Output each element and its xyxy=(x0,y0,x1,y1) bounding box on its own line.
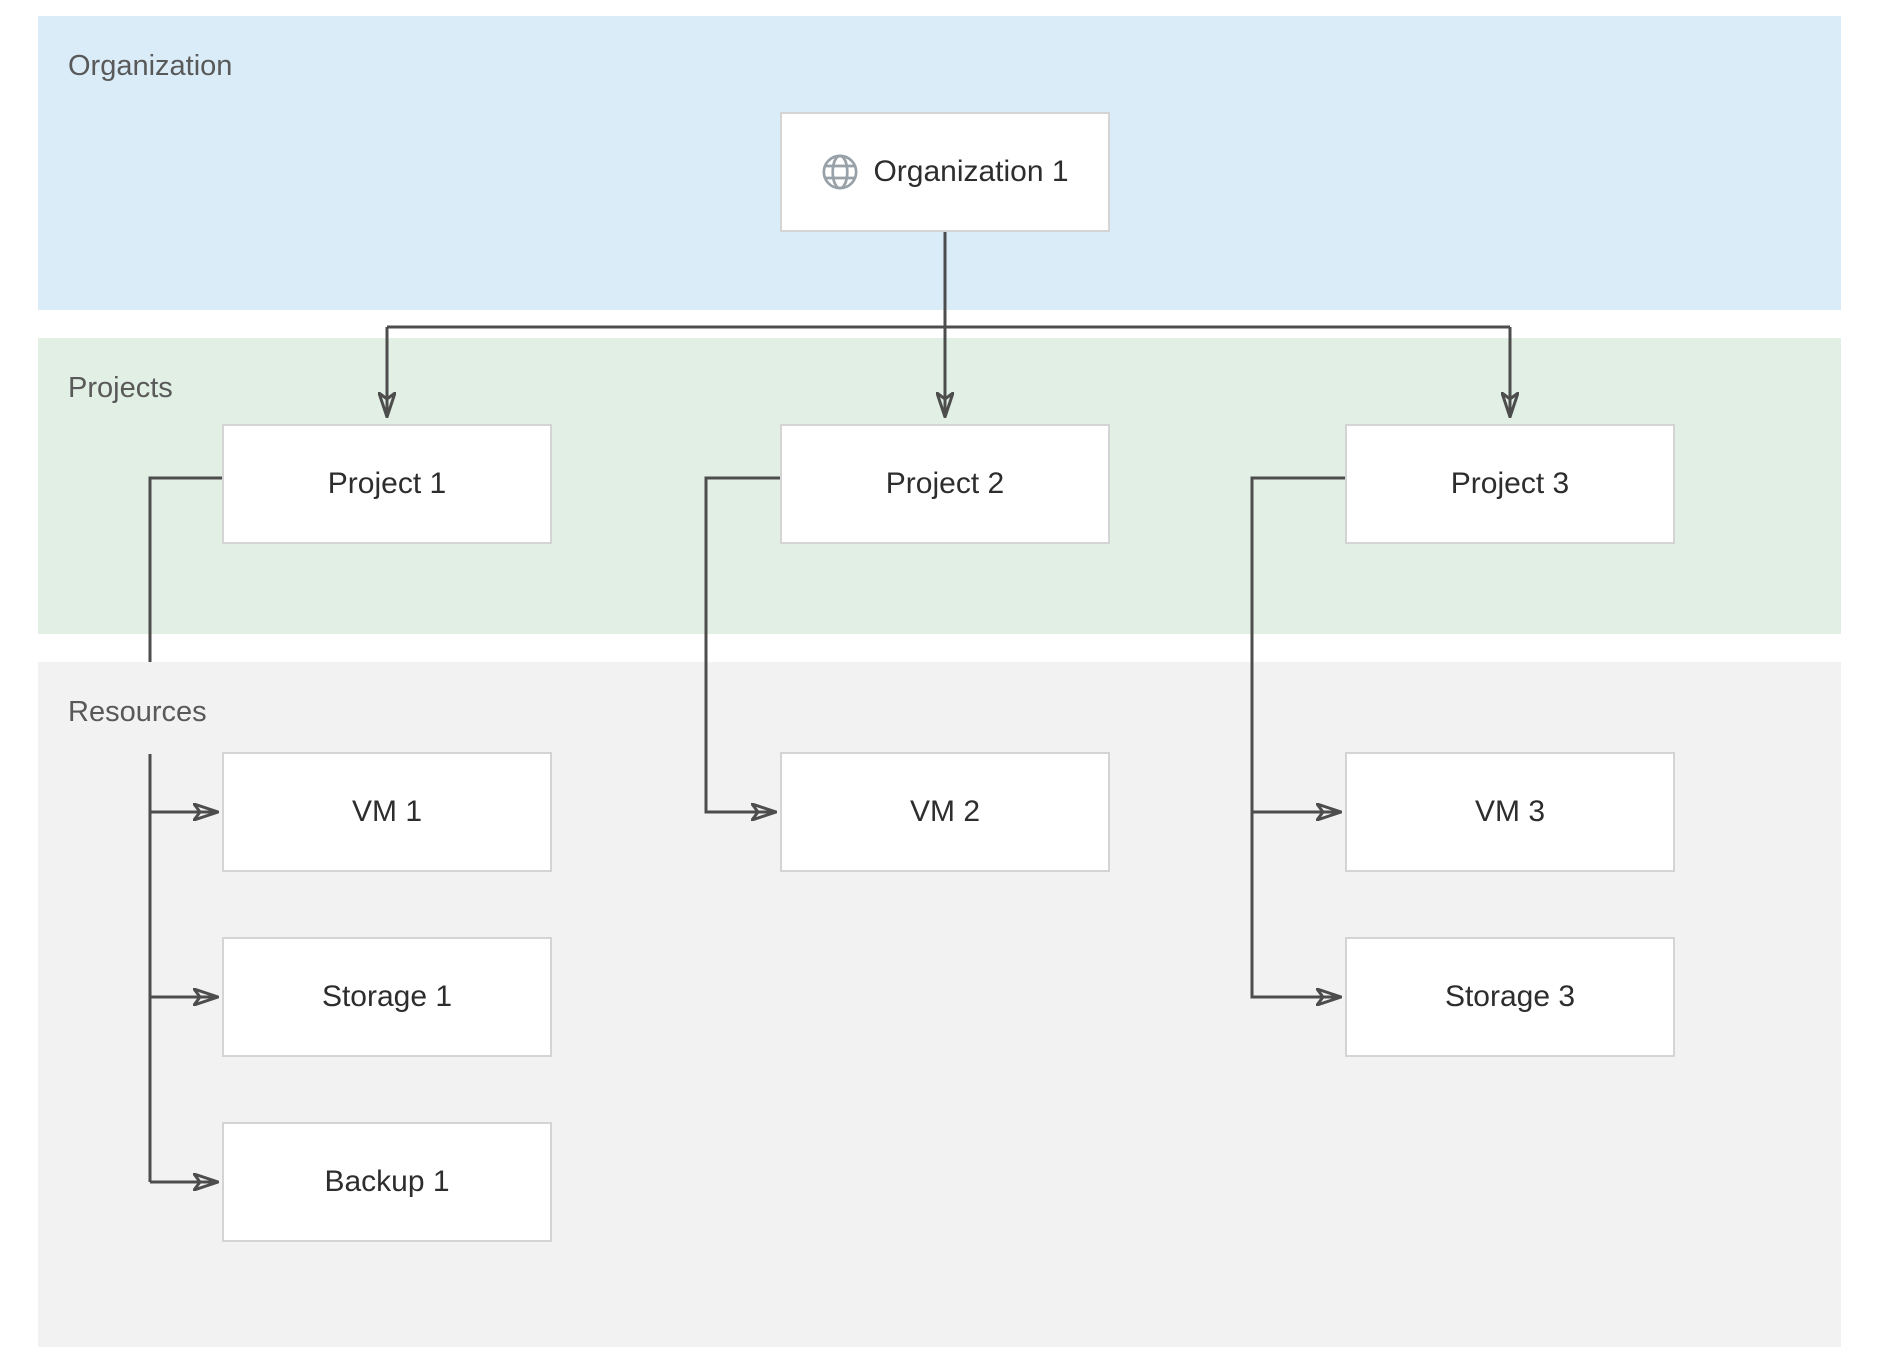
node-project3-label: Project 3 xyxy=(1450,467,1570,500)
node-backup1: Backup 1 xyxy=(222,1122,552,1242)
node-project1: Project 1 xyxy=(222,424,552,544)
band-projects-label: Projects xyxy=(68,372,173,404)
node-organization1-label: Organization 1 xyxy=(873,155,1069,188)
node-vm2: VM 2 xyxy=(780,752,1110,872)
band-organization-label: Organization xyxy=(68,50,233,82)
node-vm1: VM 1 xyxy=(222,752,552,872)
node-storage1: Storage 1 xyxy=(222,937,552,1057)
node-backup1-label: Backup 1 xyxy=(324,1165,450,1198)
band-resources-label: Resources xyxy=(68,696,207,728)
node-vm3: VM 3 xyxy=(1345,752,1675,872)
node-project2-label: Project 2 xyxy=(885,467,1005,500)
node-vm1-label: VM 1 xyxy=(351,795,423,828)
node-project1-label: Project 1 xyxy=(327,467,447,500)
node-organization1: Organization 1 xyxy=(780,112,1110,232)
node-project2: Project 2 xyxy=(780,424,1110,544)
node-storage1-label: Storage 1 xyxy=(321,980,453,1013)
node-storage3: Storage 3 xyxy=(1345,937,1675,1057)
node-storage3-label: Storage 3 xyxy=(1444,980,1576,1013)
node-vm2-label: VM 2 xyxy=(909,795,981,828)
node-vm3-label: VM 3 xyxy=(1474,795,1546,828)
globe-icon xyxy=(822,154,858,190)
node-project3: Project 3 xyxy=(1345,424,1675,544)
